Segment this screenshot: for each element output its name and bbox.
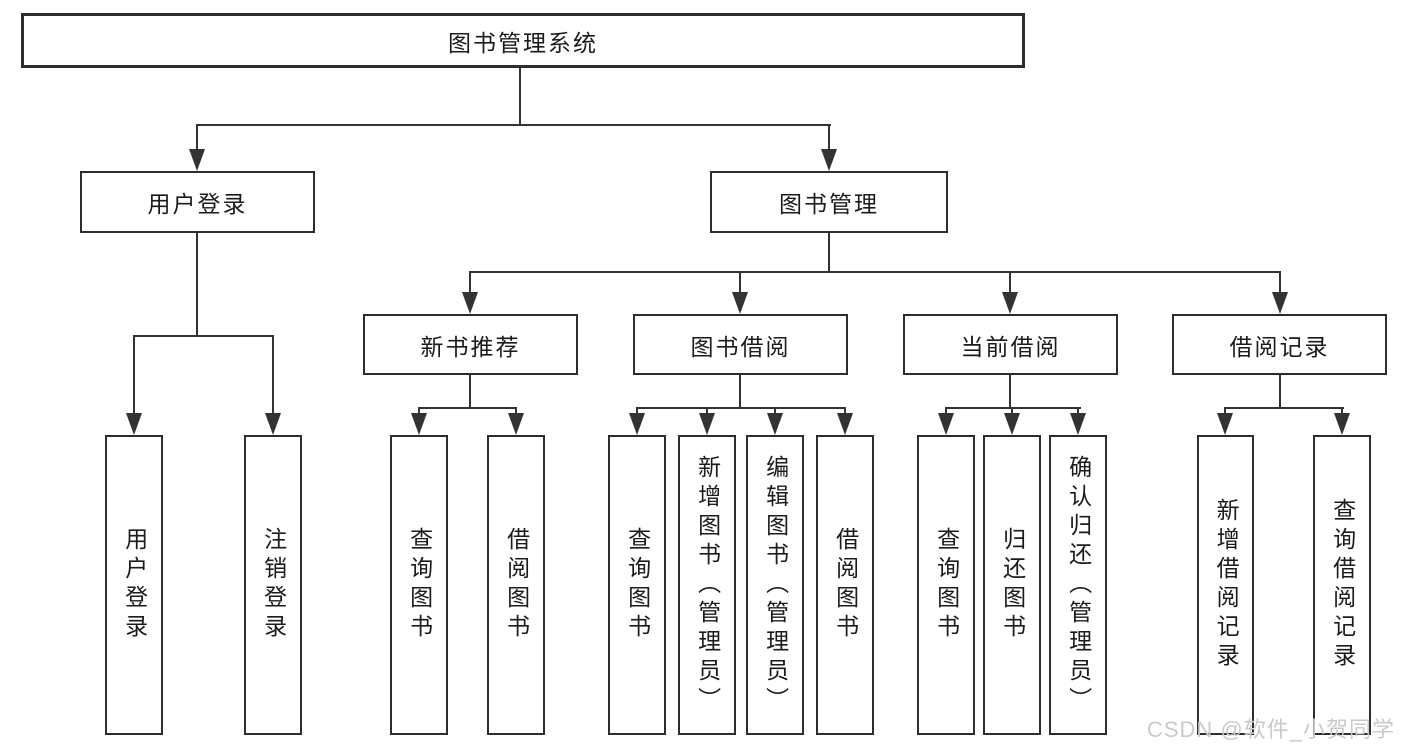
arrow-down-icon bbox=[837, 413, 853, 435]
arrow-down-icon bbox=[126, 413, 142, 435]
leaf-query-books-current: 查询图书 bbox=[917, 435, 975, 735]
connector-line bbox=[1009, 375, 1011, 409]
node-new-book-recommend: 新书推荐 bbox=[363, 314, 578, 375]
arrow-down-icon bbox=[821, 149, 837, 171]
leaf-label: 确认归还（管理员） bbox=[1065, 454, 1092, 716]
leaf-label: 用户登录 bbox=[121, 527, 148, 643]
leaf-label: 注销登录 bbox=[260, 527, 287, 643]
leaf-query-borrow-record: 查询借阅记录 bbox=[1313, 435, 1371, 735]
connector-line bbox=[133, 335, 135, 417]
leaf-label: 新增借阅记录 bbox=[1213, 498, 1240, 672]
connector-line bbox=[418, 407, 420, 417]
arrow-down-icon bbox=[767, 413, 783, 435]
connector-line bbox=[706, 407, 708, 417]
arrow-down-icon bbox=[508, 413, 524, 435]
connector-line bbox=[196, 124, 198, 154]
connector-line bbox=[1077, 407, 1079, 417]
connector-line bbox=[469, 271, 1281, 273]
leaf-label: 归还图书 bbox=[999, 527, 1026, 643]
leaf-label: 借阅图书 bbox=[832, 527, 859, 643]
arrow-down-icon bbox=[189, 149, 205, 171]
arrow-down-icon bbox=[699, 413, 715, 435]
connector-line bbox=[636, 407, 846, 409]
connector-line bbox=[469, 271, 471, 296]
connector-line bbox=[1009, 271, 1011, 296]
arrow-down-icon bbox=[1217, 413, 1233, 435]
connector-line bbox=[133, 335, 274, 337]
arrow-down-icon bbox=[1334, 413, 1350, 435]
connector-line bbox=[469, 375, 471, 409]
leaf-query-books-recommend: 查询图书 bbox=[390, 435, 448, 735]
node-borrowing-records: 借阅记录 bbox=[1172, 314, 1387, 375]
connector-line bbox=[1279, 375, 1281, 409]
leaf-add-borrow-record: 新增借阅记录 bbox=[1197, 435, 1254, 735]
arrow-down-icon bbox=[462, 292, 478, 314]
connector-line bbox=[739, 375, 741, 409]
connector-line bbox=[1224, 407, 1226, 417]
node-label: 图书借阅 bbox=[690, 333, 791, 360]
node-label: 图书管理系统 bbox=[448, 29, 598, 56]
leaf-label: 新增图书（管理员） bbox=[694, 454, 721, 716]
connector-line bbox=[196, 233, 198, 337]
watermark: CSDN @软件_小贺同学 bbox=[1146, 717, 1395, 742]
leaf-add-books-admin: 新增图书（管理员） bbox=[678, 435, 736, 735]
leaf-logout: 注销登录 bbox=[244, 435, 302, 735]
arrow-down-icon bbox=[1004, 413, 1020, 435]
connector-line bbox=[418, 407, 517, 409]
arrow-down-icon bbox=[732, 292, 748, 314]
node-label: 新书推荐 bbox=[420, 333, 521, 360]
arrow-down-icon bbox=[1272, 292, 1288, 314]
leaf-confirm-return-admin: 确认归还（管理员） bbox=[1049, 435, 1107, 735]
connector-line bbox=[774, 407, 776, 417]
leaf-borrow-books-recommend: 借阅图书 bbox=[487, 435, 545, 735]
node-book-management: 图书管理 bbox=[710, 171, 948, 233]
connector-line bbox=[636, 407, 638, 417]
connector-line bbox=[828, 124, 830, 154]
leaf-label: 查询图书 bbox=[933, 527, 960, 643]
leaf-user-login: 用户登录 bbox=[105, 435, 163, 735]
connector-line bbox=[1011, 407, 1013, 417]
leaf-edit-books-admin: 编辑图书（管理员） bbox=[746, 435, 804, 735]
arrow-down-icon bbox=[629, 413, 645, 435]
connector-line bbox=[739, 271, 741, 296]
node-label: 借阅记录 bbox=[1229, 333, 1330, 360]
leaf-label: 查询借阅记录 bbox=[1329, 498, 1356, 672]
leaf-label: 查询图书 bbox=[624, 527, 651, 643]
arrow-down-icon bbox=[1002, 292, 1018, 314]
connector-line bbox=[519, 68, 521, 126]
connector-line bbox=[515, 407, 517, 417]
connector-line bbox=[1279, 271, 1281, 296]
connector-line bbox=[945, 407, 947, 417]
leaf-return-books: 归还图书 bbox=[983, 435, 1041, 735]
connector-line bbox=[196, 124, 831, 126]
connector-line bbox=[1341, 407, 1343, 417]
arrow-down-icon bbox=[938, 413, 954, 435]
node-current-borrowing: 当前借阅 bbox=[903, 314, 1118, 375]
arrow-down-icon bbox=[1070, 413, 1086, 435]
node-book-borrowing: 图书借阅 bbox=[633, 314, 848, 375]
connector-line bbox=[945, 407, 1081, 409]
connector-line bbox=[1224, 407, 1344, 409]
node-library-management-system: 图书管理系统 bbox=[21, 13, 1025, 68]
leaf-label: 借阅图书 bbox=[503, 527, 530, 643]
leaf-label: 查询图书 bbox=[406, 527, 433, 643]
connector-line bbox=[844, 407, 846, 417]
leaf-label: 编辑图书（管理员） bbox=[762, 454, 789, 716]
connector-line bbox=[828, 233, 830, 273]
leaf-query-books-borrowing: 查询图书 bbox=[608, 435, 666, 735]
connector-line bbox=[272, 335, 274, 417]
arrow-down-icon bbox=[411, 413, 427, 435]
node-user-login: 用户登录 bbox=[80, 171, 315, 233]
arrow-down-icon bbox=[265, 413, 281, 435]
node-label: 用户登录 bbox=[147, 191, 248, 217]
leaf-borrow-books-borrowing: 借阅图书 bbox=[816, 435, 874, 735]
node-label: 图书管理 bbox=[779, 191, 879, 217]
node-label: 当前借阅 bbox=[960, 333, 1061, 360]
